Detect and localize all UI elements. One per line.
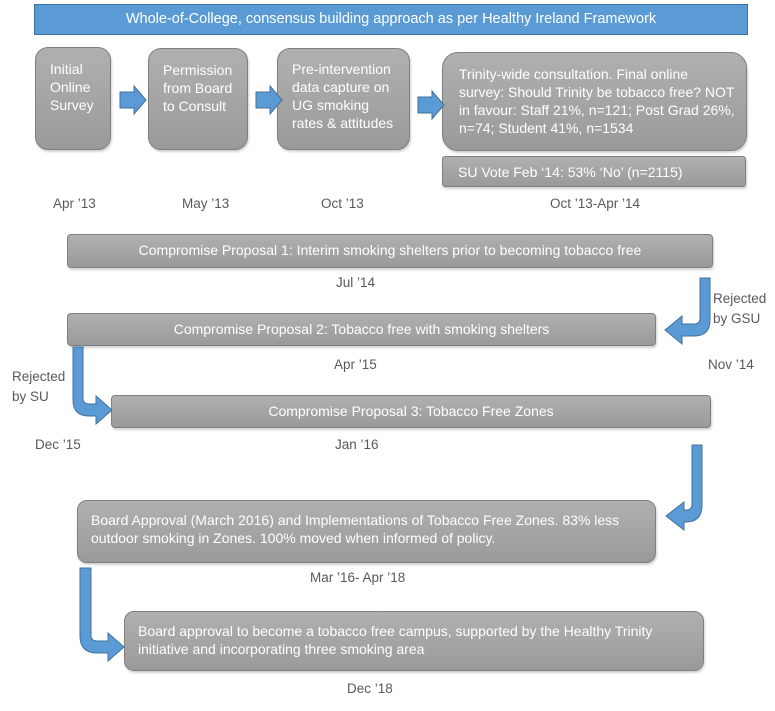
rejected-by-su-label: Rejected by SU <box>12 369 66 404</box>
framework-banner: Whole-of-College, consensus building app… <box>34 4 748 35</box>
final-board-approval: Board approval to become a tobacco free … <box>124 611 704 671</box>
date-apr-15: Apr ’15 <box>334 357 377 372</box>
date-jan-16: Jan ’16 <box>335 437 379 452</box>
compromise-proposal-1: Compromise Proposal 1: Interim smoking s… <box>67 234 713 268</box>
compromise-proposal-3: Compromise Proposal 3: Tobacco Free Zone… <box>111 395 711 428</box>
bent-arrow-left-icon <box>665 444 703 532</box>
date-jul-14: Jul ’14 <box>336 275 376 290</box>
date-dec-18: Dec ’18 <box>347 681 393 696</box>
date-apr-13: Apr ’13 <box>53 196 96 211</box>
date-nov-14: Nov ’14 <box>708 357 754 372</box>
date-may-13: May ’13 <box>182 196 230 211</box>
right-arrow-icon <box>119 84 147 116</box>
right-arrow-icon <box>417 89 445 121</box>
bent-arrow-left-icon <box>664 277 711 346</box>
board-approval-zones: Board Approval (March 2016) and Implemen… <box>77 500 656 563</box>
rejected-by-gsu-label: Rejected by GSU <box>713 291 767 326</box>
su-vote-box: SU Vote Feb ‘14: 53% ‘No’ (n=2115) <box>442 156 746 187</box>
step-initial-survey: Initial Online Survey <box>35 47 111 150</box>
date-dec-15: Dec ’15 <box>35 437 81 452</box>
bent-arrow-right-icon <box>72 346 113 426</box>
step-pre-intervention: Pre-intervention data capture on UG smok… <box>277 48 410 150</box>
date-oct-13: Oct ’13 <box>321 196 364 211</box>
step-permission: Permission from Board to Consult <box>148 48 248 150</box>
step-consultation: Trinity-wide consultation. Final online … <box>442 52 747 151</box>
date-mar-16-apr-18: Mar ’16- Apr ’18 <box>310 570 406 585</box>
compromise-proposal-2: Compromise Proposal 2: Tobacco free with… <box>67 313 656 346</box>
right-arrow-icon <box>255 84 283 116</box>
date-oct-13-apr-14: Oct ’13-Apr ’14 <box>550 196 641 211</box>
bent-arrow-right-icon <box>79 567 125 663</box>
